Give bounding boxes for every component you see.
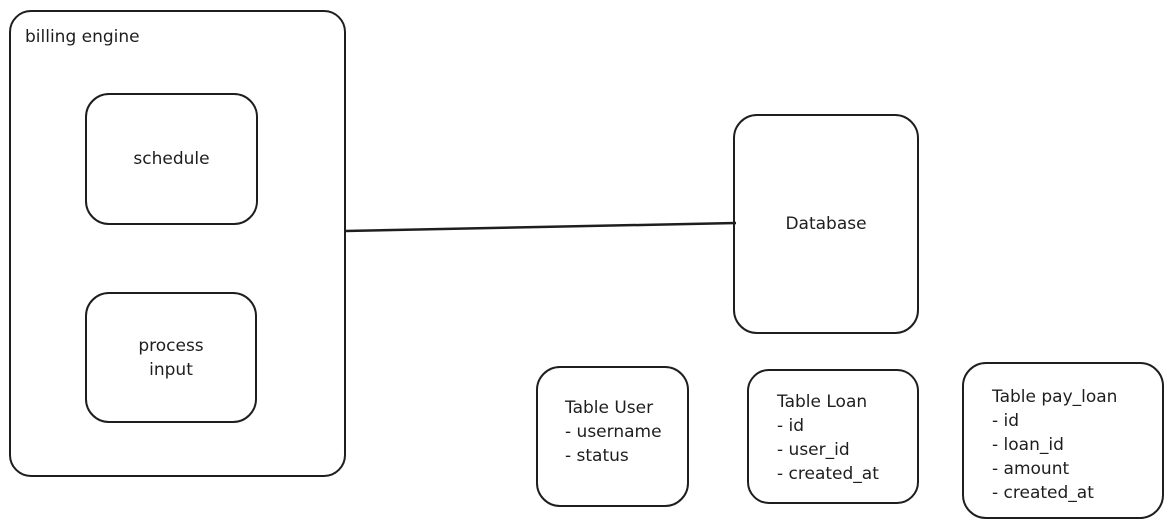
table-loan-field: - created_at — [777, 464, 879, 484]
connector-line — [344, 221, 737, 233]
table-loan-field: - user_id — [777, 440, 850, 460]
process-input-label-line1: process — [138, 335, 204, 356]
database-box[interactable]: Database — [733, 114, 919, 334]
process-input-box[interactable]: process input — [85, 292, 257, 423]
schedule-box[interactable]: schedule — [85, 93, 258, 225]
billing-engine-box[interactable] — [9, 10, 346, 477]
table-pay-loan-field: - created_at — [992, 483, 1094, 503]
table-loan-text: Table Loan - id - user_id - created_at — [777, 390, 879, 486]
table-user-box[interactable] — [536, 366, 689, 507]
table-user-field: - username — [565, 422, 662, 442]
database-label: Database — [785, 214, 867, 234]
table-pay-loan-title: Table pay_loan — [992, 387, 1118, 407]
table-loan-field: - id — [777, 416, 805, 436]
table-pay-loan-text: Table pay_loan - id - loan_id - amount -… — [992, 385, 1117, 505]
table-loan-box[interactable] — [747, 369, 919, 504]
table-user-text: Table User - username - status — [565, 396, 662, 468]
table-user-field: - status — [565, 446, 629, 466]
process-input-label-line2: input — [149, 359, 193, 380]
table-pay-loan-field: - amount — [992, 459, 1070, 479]
table-pay-loan-field: - id — [992, 411, 1020, 431]
table-pay-loan-box[interactable] — [962, 362, 1164, 519]
table-loan-title: Table Loan — [777, 392, 868, 412]
table-user-title: Table User — [565, 398, 654, 418]
billing-engine-label: billing engine — [25, 27, 140, 47]
schedule-label: schedule — [133, 149, 210, 169]
table-pay-loan-field: - loan_id — [992, 435, 1064, 455]
